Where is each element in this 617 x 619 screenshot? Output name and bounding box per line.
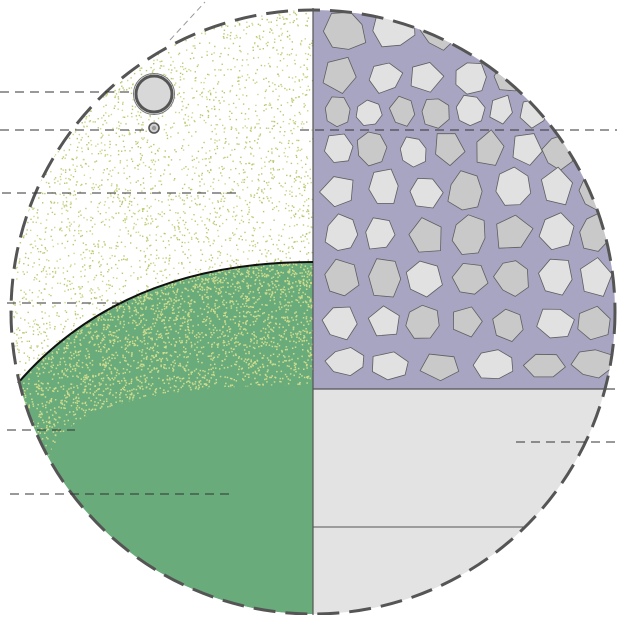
stone	[554, 99, 580, 124]
aggregate-zone	[313, 0, 617, 389]
bubble-icon	[134, 74, 175, 115]
stone	[533, 59, 569, 91]
stone	[325, 97, 350, 127]
bubble-icon	[149, 123, 159, 133]
stone	[581, 58, 609, 92]
stone	[573, 15, 611, 49]
stone	[582, 137, 614, 167]
stone	[523, 13, 561, 47]
lower-right-panel	[313, 389, 617, 615]
stone	[583, 98, 611, 122]
stone	[475, 10, 514, 54]
